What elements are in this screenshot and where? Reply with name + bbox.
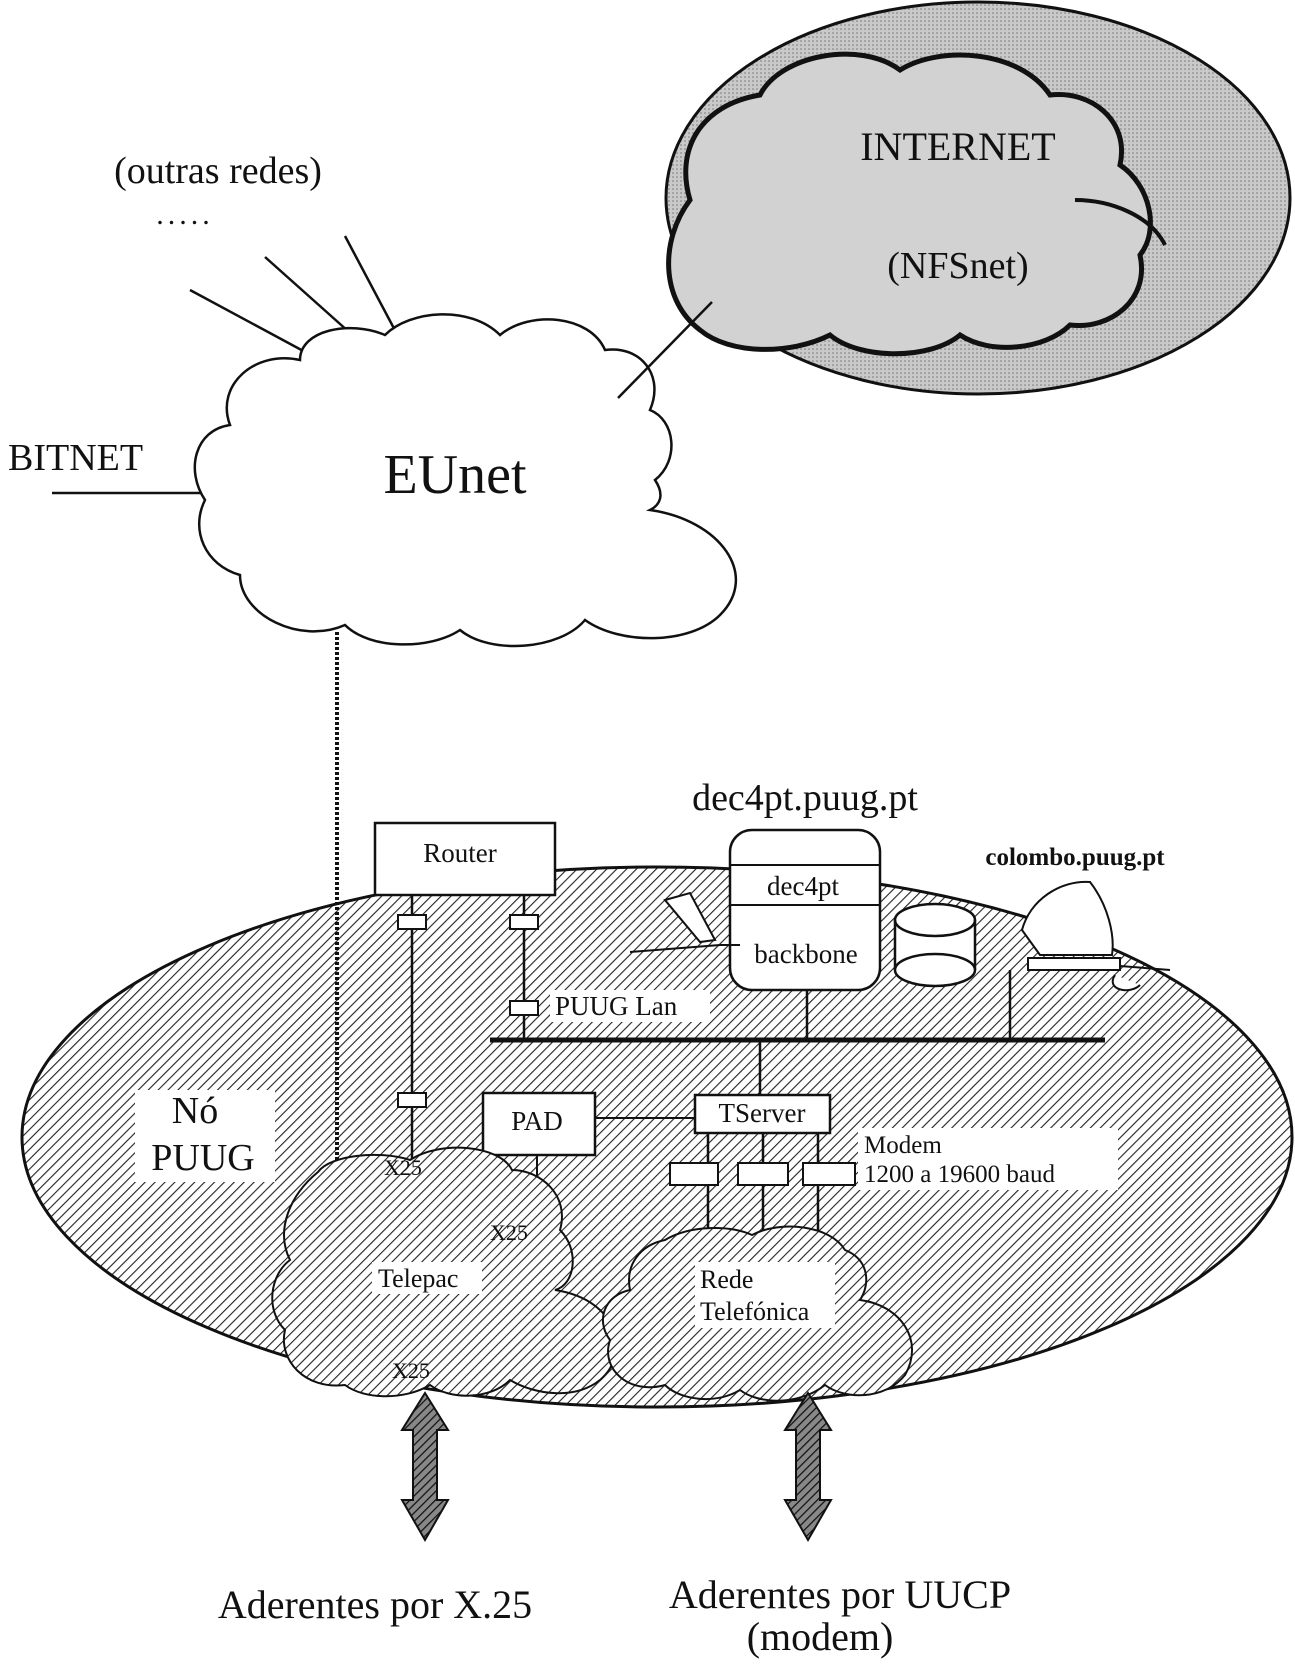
x25-label-b: X25	[490, 1220, 528, 1245]
transceivers	[397, 914, 539, 1108]
eunet-label: EUnet	[383, 444, 527, 506]
modem-label: Modem	[864, 1132, 942, 1159]
pad-box	[481, 1091, 597, 1157]
other-networks-links	[189, 235, 400, 362]
internet-label: INTERNET	[860, 124, 1056, 169]
bitnet-label: BITNET	[8, 437, 143, 479]
tserver-box	[693, 1093, 832, 1135]
pad-label: PAD	[511, 1106, 563, 1136]
no-label: Nó	[172, 1090, 218, 1132]
uucp-arrow	[783, 1391, 833, 1543]
dec4pt-server: dec4pt backbone	[728, 828, 882, 992]
disk-drive-icon	[893, 902, 977, 988]
x25-label-a: X25	[384, 1155, 422, 1180]
modem-boxes	[669, 1162, 856, 1186]
modem-paren-label: (modem)	[747, 1614, 894, 1659]
x25-arrow	[400, 1391, 450, 1543]
backbone-label: backbone	[754, 939, 857, 969]
dec4pt-host-label: dec4pt.puug.pt	[692, 777, 918, 819]
eunet-cloud	[193, 313, 738, 648]
nfsnet-label: (NFSnet)	[887, 245, 1028, 287]
router-label: Router	[423, 838, 497, 868]
x25-label-c: X25	[392, 1358, 430, 1383]
puug-lan-label: PUUG Lan	[555, 991, 678, 1021]
tserver-label: TServer	[719, 1098, 806, 1128]
colombo-workstation-icon	[1020, 880, 1171, 992]
ellipsis-dots: .....	[156, 198, 214, 231]
terminal-icon	[629, 891, 740, 953]
aderentes-uucp-label: Aderentes por UUCP	[669, 1572, 1011, 1617]
colombo-host-label: colombo.puug.pt	[985, 844, 1165, 871]
aderentes-x25-label: Aderentes por X.25	[218, 1582, 532, 1627]
outras-redes-label: (outras redes)	[114, 150, 322, 192]
internet-cloud: INTERNET (NFSnet)	[664, 0, 1292, 396]
lan-drops	[758, 970, 1012, 1095]
telepac-label: Telepac	[378, 1264, 458, 1293]
puug-label: PUUG	[151, 1137, 254, 1179]
rede-label: Rede	[700, 1265, 753, 1294]
router-box	[373, 821, 557, 897]
telefonica-label: Telefónica	[700, 1297, 810, 1326]
dec4pt-label: dec4pt	[767, 871, 839, 901]
eunet-internet-link	[617, 301, 713, 399]
modem-speed-label: 1200 a 19600 baud	[864, 1161, 1055, 1188]
